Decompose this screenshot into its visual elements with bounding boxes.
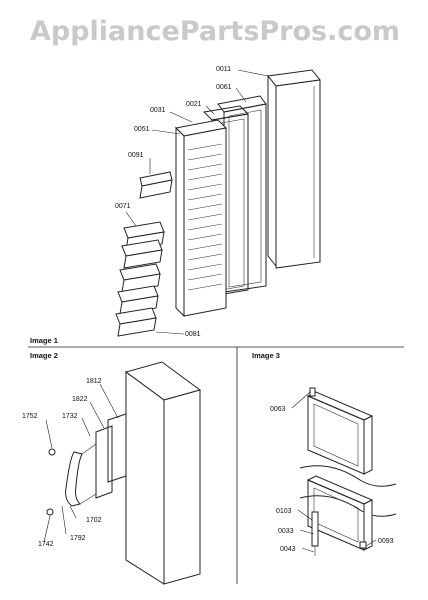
label-0031: 0031 [150, 107, 166, 114]
watermark: AppliancePartsPros.com [30, 16, 400, 47]
outer-door-panel[interactable] [267, 69, 321, 269]
dairy-bin[interactable] [139, 171, 173, 199]
label-0071: 0071 [115, 203, 131, 210]
label-1822: 1822 [72, 396, 88, 403]
handle-trim[interactable] [95, 413, 127, 499]
section-label-image2: Image 2 [30, 351, 58, 360]
label-0081: 0081 [185, 331, 201, 338]
label-0061: 0061 [216, 84, 232, 91]
label-0103: 0103 [276, 508, 292, 515]
screw-bottom[interactable] [46, 508, 54, 516]
label-0011: 0011 [216, 66, 231, 73]
section-label-image1: Image 1 [30, 336, 58, 345]
label-0033: 0033 [278, 528, 294, 535]
door-gasket-frame[interactable] [299, 391, 397, 551]
image2-group: Image 2 [22, 351, 202, 585]
label-1752: 1752 [22, 413, 38, 420]
section-label-image3: Image 3 [252, 351, 280, 360]
label-0043: 0043 [280, 546, 296, 553]
door-bins[interactable] [115, 221, 165, 337]
door-handle[interactable] [65, 443, 97, 507]
label-0063: 0063 [270, 406, 286, 413]
label-1732: 1732 [62, 413, 78, 420]
screw-top[interactable] [48, 448, 56, 456]
label-0051: 0051 [134, 126, 150, 133]
label-0021: 0021 [186, 101, 202, 108]
door-block[interactable] [124, 361, 202, 585]
image3-group: Image 3 0 [252, 351, 397, 556]
label-0091: 0091 [128, 152, 144, 159]
hinge-bracket[interactable] [309, 387, 367, 556]
label-1742: 1742 [38, 541, 54, 548]
image1-group: 0011 0061 0021 0031 0051 0091 0071 0081 … [30, 66, 321, 345]
label-0093: 0093 [378, 538, 394, 545]
label-1812: 1812 [86, 378, 102, 385]
label-1792: 1792 [70, 535, 86, 542]
door-liner-shelves[interactable] [174, 119, 228, 318]
label-1702: 1702 [86, 517, 102, 524]
